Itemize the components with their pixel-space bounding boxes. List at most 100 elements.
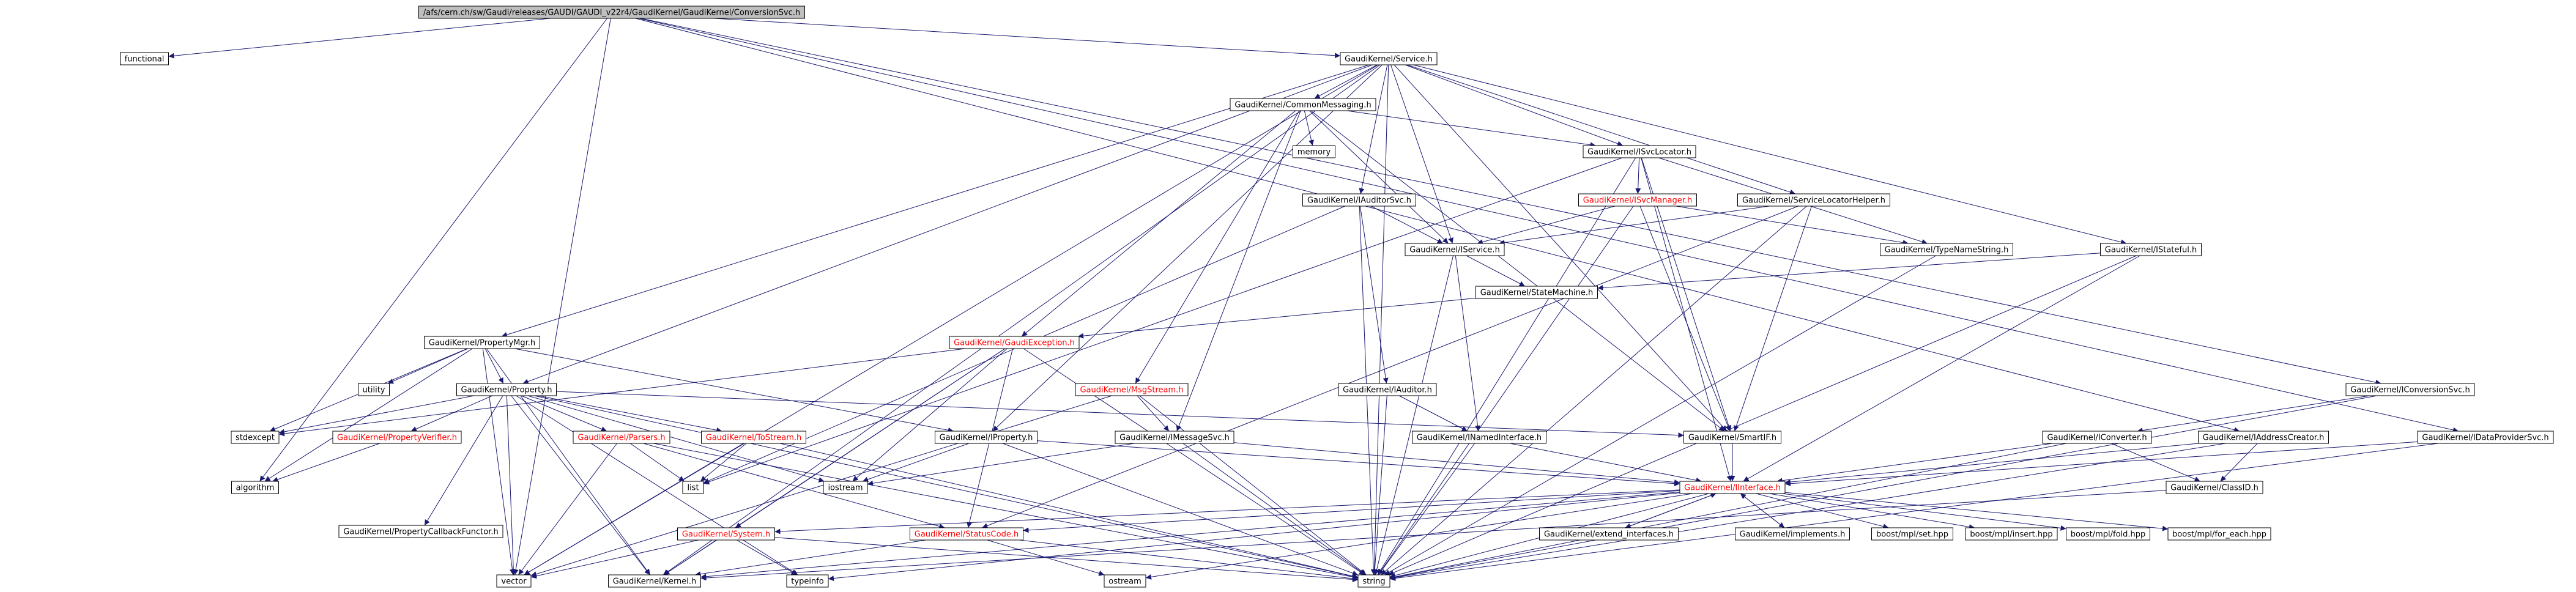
node-list[interactable]: list <box>682 481 704 494</box>
node-box <box>1357 574 1390 588</box>
node-statemachine[interactable]: GaudiKernel/StateMachine.h <box>1475 286 1598 299</box>
node-label: GaudiKernel/TypeNameString.h <box>1885 246 2009 255</box>
node-propmgr[interactable]: GaudiKernel/PropertyMgr.h <box>424 336 540 349</box>
node-msgstream[interactable]: GaudiKernel/MsgStream.h <box>1075 383 1189 396</box>
node-service[interactable]: GaudiKernel/Service.h <box>1340 52 1438 65</box>
edge-property-to-propcallback <box>424 395 503 526</box>
node-property[interactable]: GaudiKernel/Property.h <box>456 383 557 396</box>
node-box <box>823 481 868 494</box>
edge-property-to-parsers <box>521 395 607 432</box>
node-box <box>2100 243 2202 256</box>
node-iproperty[interactable]: GaudiKernel/IProperty.h <box>935 431 1037 444</box>
edge-iproperty-to-iinterface <box>1037 440 1680 487</box>
edge-service-to-string <box>1372 64 1389 575</box>
node-idataprov[interactable]: GaudiKernel/IDataProviderSvc.h <box>2417 431 2554 444</box>
edge-msgstream-to-string <box>1139 395 1367 575</box>
node-label: GaudiKernel/IAuditorSvc.h <box>1307 196 1411 205</box>
node-iinterface[interactable]: GaudiKernel/IInterface.h <box>1679 481 1786 494</box>
node-box <box>701 431 806 444</box>
node-cmsg[interactable]: GaudiKernel/CommonMessaging.h <box>1230 98 1376 111</box>
edge-iinterface-to-ostream <box>1145 493 1693 580</box>
node-iaddrcreator[interactable]: GaudiKernel/IAddressCreator.h <box>2198 431 2329 444</box>
node-utility[interactable]: utility <box>358 383 390 396</box>
edge-parsers-to-string <box>653 443 1359 580</box>
node-box <box>677 527 775 541</box>
node-iostream[interactable]: iostream <box>823 481 868 494</box>
node-isvcmgr[interactable]: GaudiKernel/ISvcManager.h <box>1578 193 1697 207</box>
node-ostream[interactable]: ostream <box>1104 574 1146 588</box>
node-implements[interactable]: GaudiKernel/implements.h <box>1735 527 1850 541</box>
node-iclassid[interactable]: GaudiKernel/ClassID.h <box>2166 481 2263 494</box>
edge-isvcloc-to-isvcmgr <box>1635 157 1641 194</box>
edge-msgstream-to-vector <box>530 395 1112 577</box>
node-box <box>424 336 540 349</box>
edge-statuscode-to-kernel <box>695 539 926 577</box>
node-vector[interactable]: vector <box>496 574 532 588</box>
node-inamedif[interactable]: GaudiKernel/INamedInterface.h <box>1412 431 1546 444</box>
node-label: GaudiKernel/System.h <box>682 530 770 539</box>
node-isvcloc[interactable]: GaudiKernel/ISvcLocator.h <box>1583 145 1696 158</box>
node-label: GaudiKernel/PropertyMgr.h <box>429 339 535 348</box>
node-functional[interactable]: functional <box>120 52 169 65</box>
edge-svclochelper-to-smartif <box>1734 205 1813 432</box>
node-kernel[interactable]: GaudiKernel/Kernel.h <box>608 574 701 588</box>
node-box <box>2166 481 2263 494</box>
node-box <box>1412 431 1546 444</box>
node-iconverter[interactable]: GaudiKernel/IConverter.h <box>2042 431 2152 444</box>
node-box <box>1475 286 1598 299</box>
node-statuscode[interactable]: GaudiKernel/StatusCode.h <box>910 527 1023 541</box>
node-gexception[interactable]: GaudiKernel/GaudiException.h <box>949 336 1080 349</box>
edge-system-to-string <box>774 537 1359 582</box>
edge-property-to-typeinfo <box>516 395 798 575</box>
node-typeinfo[interactable]: typeinfo <box>786 574 829 588</box>
node-propcallback[interactable]: GaudiKernel/PropertyCallbackFunctor.h <box>338 525 503 538</box>
node-tostream[interactable]: GaudiKernel/ToStream.h <box>701 431 806 444</box>
edge-iinterface-to-system <box>774 489 1680 535</box>
node-root[interactable]: /afs/cern.ch/sw/Gaudi/releases/GAUDI/GAU… <box>418 6 805 19</box>
node-mplforeach[interactable]: boost/mpl/for_each.hpp <box>2167 527 2271 541</box>
node-mplset[interactable]: boost/mpl/set.hpp <box>1871 527 1953 541</box>
node-label: vector <box>501 577 527 586</box>
node-label: string <box>1362 577 1385 586</box>
node-istateful[interactable]: GaudiKernel/IStateful.h <box>2100 243 2202 256</box>
edge-service-to-smartif <box>1394 64 1728 432</box>
edge-iconverter-to-iinterface <box>1776 443 2053 484</box>
node-box <box>358 383 390 396</box>
node-memory[interactable]: memory <box>1293 145 1335 158</box>
node-label: GaudiKernel/IDataProviderSvc.h <box>2422 434 2548 443</box>
node-extendif[interactable]: GaudiKernel/extend_interfaces.h <box>1539 527 1679 541</box>
node-label: boost/mpl/set.hpp <box>1876 530 1948 539</box>
edge-iinterface-to-kernel <box>700 491 1680 580</box>
node-iservice[interactable]: GaudiKernel/IService.h <box>1405 243 1505 256</box>
node-box <box>418 6 805 19</box>
node-label: GaudiKernel/IAddressCreator.h <box>2203 434 2325 443</box>
node-propverifier[interactable]: GaudiKernel/PropertyVerifier.h <box>332 431 462 444</box>
node-mplinsert[interactable]: boost/mpl/insert.hpp <box>1965 527 2058 541</box>
node-svclochelper[interactable]: GaudiKernel/ServiceLocatorHelper.h <box>1737 193 1890 207</box>
node-iconvsvc[interactable]: GaudiKernel/IConversionSvc.h <box>2345 383 2475 396</box>
node-smartif[interactable]: GaudiKernel/SmartIF.h <box>1683 431 1781 444</box>
node-box <box>1302 193 1416 207</box>
node-mplfold[interactable]: boost/mpl/fold.hpp <box>2066 527 2150 541</box>
dependency-edges <box>168 18 2459 582</box>
edge-istateful-to-statemachine <box>1597 253 2101 290</box>
edge-extendif-to-iinterface <box>1625 492 1717 528</box>
node-parsers[interactable]: GaudiKernel/Parsers.h <box>573 431 670 444</box>
node-typenamestring[interactable]: GaudiKernel/TypeNameString.h <box>1880 243 2013 256</box>
edge-gexception-to-stdexcept <box>278 348 965 437</box>
node-system[interactable]: GaudiKernel/System.h <box>677 527 775 541</box>
node-label: boost/mpl/fold.hpp <box>2071 530 2146 539</box>
node-iauditorsvc[interactable]: GaudiKernel/IAuditorSvc.h <box>1302 193 1416 207</box>
node-stdexcept[interactable]: stdexcept <box>231 431 280 444</box>
edge-statuscode-to-string <box>1019 539 1359 582</box>
edge-msgstream-to-imessagesvc <box>1137 395 1170 432</box>
node-string[interactable]: string <box>1357 574 1390 588</box>
node-box <box>1115 431 1234 444</box>
node-algorithm[interactable]: algorithm <box>231 481 279 494</box>
edge-isvcmgr-to-smartif <box>1639 205 1731 432</box>
edge-property-to-kernel <box>511 395 650 575</box>
node-label: boost/mpl/insert.hpp <box>1970 530 2052 539</box>
node-iauditor[interactable]: GaudiKernel/IAuditor.h <box>1338 383 1437 396</box>
node-label: memory <box>1297 148 1331 157</box>
node-imessagesvc[interactable]: GaudiKernel/IMessageSvc.h <box>1115 431 1234 444</box>
